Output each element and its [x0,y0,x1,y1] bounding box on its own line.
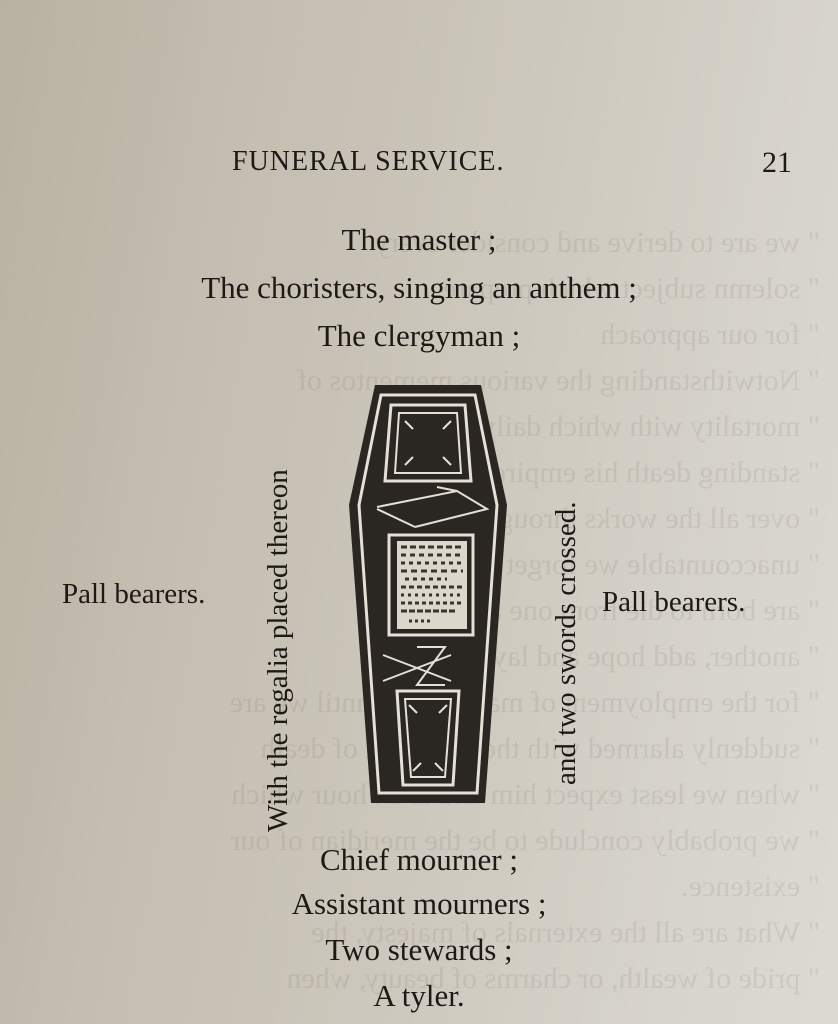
procession-line: Chief mourner ; [319,842,518,877]
pall-bearers-left: Pall bearers. [62,578,206,610]
pall-bearers-right: Pall bearers. [602,586,746,618]
procession-line: A tyler. [373,978,465,1013]
running-head: FUNERAL SERVICE. [232,146,505,177]
procession-line: Two stewards ; [325,932,513,967]
page-number: 21 [762,146,792,179]
procession-line: Assistant mourners ; [291,886,547,921]
swords-caption: and two swords crossed. [550,501,582,785]
coffin-illustration-icon [349,385,507,803]
procession-line: The choristers, singing an anthem ; [201,270,637,305]
procession-line: The master ; [341,222,497,257]
regalia-caption: With the regalia placed thereon [262,469,294,832]
procession-line: The clergyman ; [317,318,521,353]
